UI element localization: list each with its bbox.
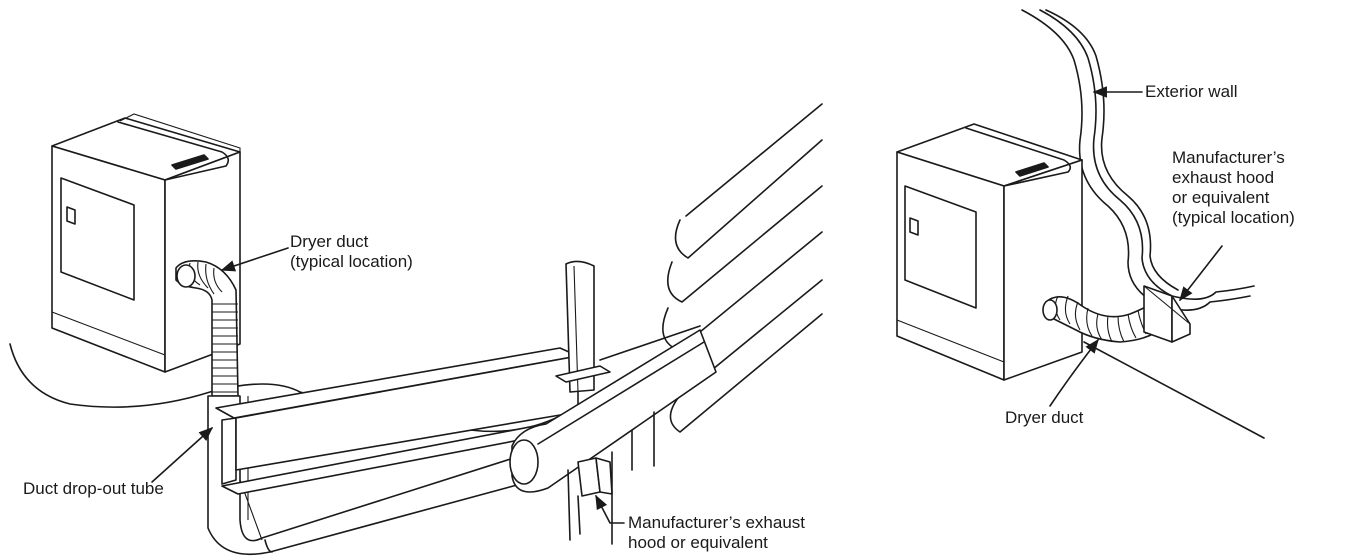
drop-out-tube-label: Duct drop-out tube — [23, 479, 164, 499]
left-vertical-post — [555, 260, 611, 393]
left-exhaust-hood-label-line-2: hood or equivalent — [628, 533, 768, 552]
right-exhaust-hood-label-line-2: exhaust hood — [1172, 168, 1275, 187]
right-dryer-illustration — [896, 9, 1265, 439]
left-dryer-illustration — [9, 103, 823, 556]
right-exhaust-hood-label-line-3: or equivalent — [1172, 188, 1270, 207]
left-exhaust-hood-label-line-1: Manufacturer’s exhaust — [628, 513, 806, 532]
right-exhaust-hood — [1143, 285, 1191, 343]
left-dryer-duct-leader — [220, 247, 289, 272]
drop-out-tube-leader — [151, 427, 214, 483]
left-dryer-duct — [175, 260, 239, 397]
right-exhaust-hood-label-line-4: (typical location) — [1172, 208, 1295, 227]
left-exhaust-hood-leader — [595, 494, 625, 524]
exterior-wall-label: Exterior wall — [1145, 82, 1238, 102]
left-i-beam — [215, 347, 583, 495]
right-exhaust-hood-leader — [1179, 245, 1223, 302]
left-dryer-duct-label-line-1: Dryer duct — [290, 232, 369, 251]
right-exhaust-hood-label: Manufacturer’s exhaust hood or equivalen… — [1172, 148, 1295, 228]
right-dryer-duct-label-text: Dryer duct — [1005, 408, 1084, 427]
left-dryer-duct-label: Dryer duct (typical location) — [290, 232, 413, 272]
left-exhaust-hood — [567, 411, 655, 545]
left-dryer-duct-label-line-2: (typical location) — [290, 252, 413, 271]
left-exterior-pipe — [509, 329, 717, 493]
left-exhaust-hood-label: Manufacturer’s exhaust hood or equivalen… — [628, 513, 805, 553]
drop-out-tube-label-text: Duct drop-out tube — [23, 479, 164, 498]
right-dryer-cabinet — [896, 123, 1083, 381]
right-floor-line — [1083, 341, 1265, 439]
exterior-wall-label-text: Exterior wall — [1145, 82, 1238, 101]
right-dryer-duct-leader — [1049, 338, 1099, 407]
right-exterior-wall — [1021, 9, 1255, 311]
right-dryer-duct-label: Dryer duct — [1005, 408, 1083, 428]
right-exhaust-hood-label-line-1: Manufacturer’s — [1172, 148, 1285, 167]
